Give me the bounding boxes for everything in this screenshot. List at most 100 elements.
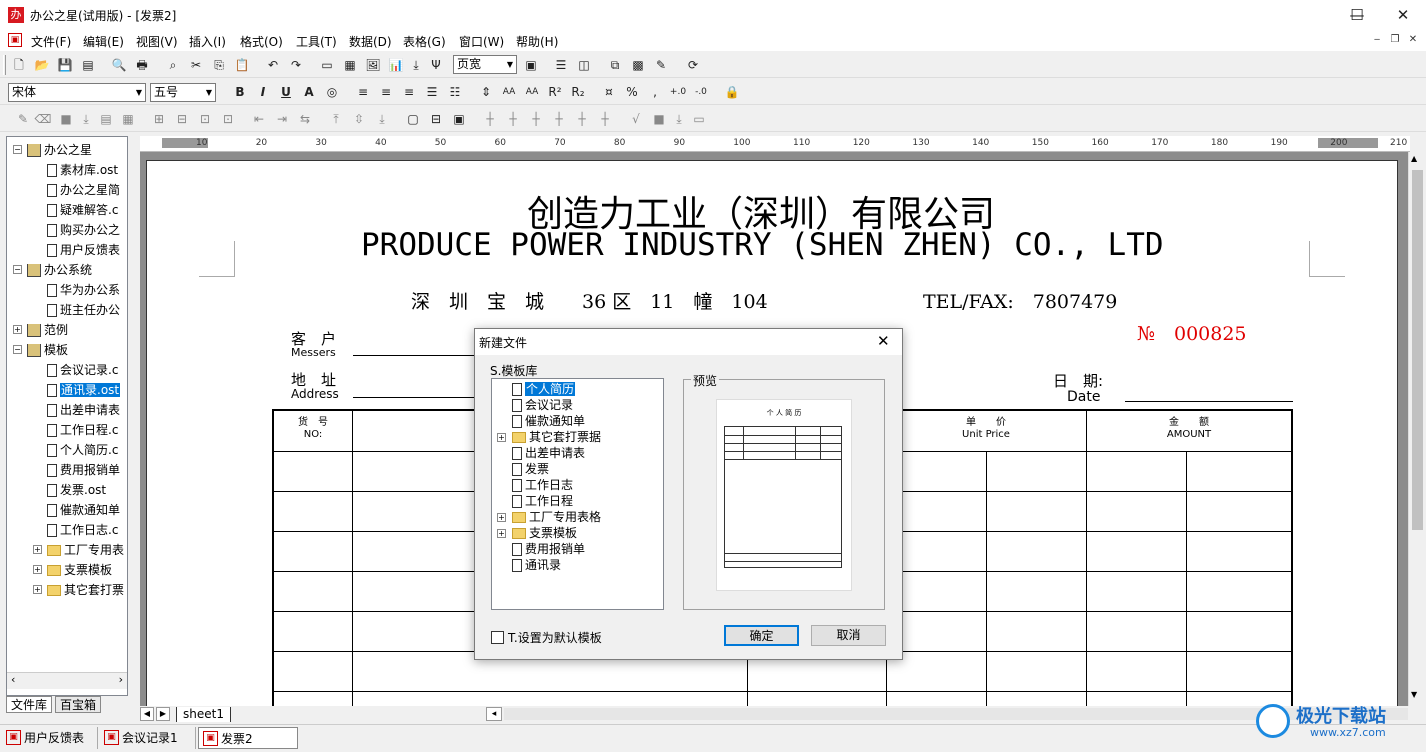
tree-item[interactable]: 通讯录.ost	[47, 381, 121, 399]
expand-icon[interactable]: +	[497, 433, 506, 442]
frame-middle-icon[interactable]: ⊟	[430, 112, 442, 126]
align-middle-icon[interactable]: ⇳	[353, 112, 365, 126]
collapse-icon[interactable]: −	[13, 345, 22, 354]
merge-cells-icon[interactable]: ⊞	[153, 112, 165, 126]
lock-icon[interactable]: 🔒	[724, 85, 740, 99]
paste-icon[interactable]: 📋	[234, 58, 250, 72]
menu-help[interactable]: 帮助(H)	[516, 35, 559, 49]
align-top-icon[interactable]: ⤒	[333, 112, 339, 126]
new-file-icon[interactable]: 🗋	[14, 58, 24, 72]
template-item[interactable]: 其它套打票据	[512, 429, 601, 445]
eraser-icon[interactable]: ⌫	[34, 112, 52, 126]
pen-icon[interactable]: ✎	[17, 112, 29, 126]
horizontal-scrollbar[interactable]	[504, 708, 1408, 720]
expand-icon[interactable]: +	[13, 325, 22, 334]
template-item[interactable]: 工作日志	[512, 477, 573, 493]
dialog-close-button[interactable]: ✕	[877, 332, 890, 350]
template-item[interactable]: 个人简历	[512, 381, 576, 397]
menu-window[interactable]: 窗口(W)	[459, 35, 505, 49]
insert-col-icon[interactable]: ⇥	[276, 112, 288, 126]
tree-item[interactable]: 办公系统	[27, 261, 92, 279]
grid-e-icon[interactable]: ┼	[578, 112, 586, 126]
ok-button[interactable]: 确定	[724, 625, 799, 646]
tree-item[interactable]: 个人简历.c	[47, 441, 118, 459]
comma-icon[interactable]: ,	[653, 85, 657, 99]
tree-item[interactable]: 素材库.ost	[47, 161, 118, 179]
insert-image-icon[interactable]: 🖼	[365, 58, 381, 72]
fullscreen-icon[interactable]: ▣	[525, 58, 537, 72]
menu-format[interactable]: 格式(O)	[240, 35, 283, 49]
insert-textbox-icon[interactable]: ▭	[321, 58, 333, 72]
tab-file-library[interactable]: 文件库	[6, 696, 53, 713]
tab-treasure-box[interactable]: 百宝箱	[55, 696, 102, 713]
minimize-button[interactable]: —	[1349, 6, 1365, 24]
sheet-next-icon[interactable]: ▶	[156, 707, 170, 721]
border-icon[interactable]: ▤	[100, 112, 112, 126]
tree-item[interactable]: 其它套打票	[47, 581, 124, 599]
insert-chart-icon[interactable]: 📊	[388, 58, 404, 72]
decrease-spacing-icon[interactable]: AA	[525, 87, 539, 97]
zoom-select[interactable]: 页宽▼	[453, 55, 517, 74]
grid-f-icon[interactable]: ┼	[601, 112, 609, 126]
align-bottom-icon[interactable]: ⤓	[379, 112, 385, 126]
copy-icon[interactable]: ⎘	[214, 58, 224, 72]
insert-down-icon[interactable]: ⤓	[413, 58, 419, 72]
collapse-icon[interactable]: −	[13, 265, 22, 274]
menu-insert[interactable]: 插入(I)	[189, 35, 226, 49]
split-vertical-icon[interactable]: ◫	[578, 58, 590, 72]
find-icon[interactable]: ⌕	[169, 58, 177, 72]
align-center-icon[interactable]: ≡	[380, 85, 392, 99]
italic-icon[interactable]: I	[260, 85, 266, 99]
menu-table[interactable]: 表格(G)	[403, 35, 446, 49]
menu-edit[interactable]: 编辑(E)	[83, 35, 124, 49]
template-item[interactable]: 工厂专用表格	[512, 509, 601, 525]
grid-a-icon[interactable]: ┼	[486, 112, 494, 126]
distribute-icon[interactable]: ☷	[449, 85, 461, 99]
print-preview-icon[interactable]: 🔍	[111, 58, 127, 72]
print-icon[interactable]: 🖶	[136, 58, 148, 72]
currency-icon[interactable]: ¤	[605, 85, 613, 99]
grid-view-icon[interactable]: ▩	[632, 58, 644, 72]
tree-item[interactable]: 工厂专用表	[47, 541, 124, 559]
shade-arrow-icon[interactable]: ⤓	[676, 112, 682, 126]
tree-item[interactable]: 费用报销单	[47, 461, 120, 479]
template-item[interactable]: 会议记录	[512, 397, 573, 413]
highlight-color-icon[interactable]: ◎	[326, 85, 338, 99]
task-feedback-form[interactable]: ▣用户反馈表	[2, 727, 98, 749]
template-item[interactable]: 出差申请表	[512, 445, 585, 461]
formula-psi-icon[interactable]: Ψ	[431, 58, 441, 72]
expand-icon[interactable]: +	[33, 545, 42, 554]
expand-icon[interactable]: +	[33, 585, 42, 594]
tree-item[interactable]: 会议记录.c	[47, 361, 118, 379]
tree-item[interactable]: 工作日程.c	[47, 421, 118, 439]
grid-b-icon[interactable]: ┼	[509, 112, 517, 126]
border-style-icon[interactable]: ▦	[122, 112, 134, 126]
menu-file[interactable]: 文件(F)	[31, 35, 72, 49]
expand-icon[interactable]: +	[497, 529, 506, 538]
grid-c-icon[interactable]: ┼	[532, 112, 540, 126]
cell-icon-1[interactable]: ⊡	[199, 112, 211, 126]
menu-data[interactable]: 数据(D)	[349, 35, 392, 49]
scroll-thumb[interactable]	[1412, 170, 1423, 530]
mdi-restore-button[interactable]: ❐	[1390, 34, 1400, 45]
tree-item[interactable]: 华为办公系	[47, 281, 120, 299]
highlight-icon[interactable]: ✎	[655, 58, 667, 72]
percent-icon[interactable]: %	[626, 85, 638, 99]
template-item[interactable]: 工作日程	[512, 493, 573, 509]
line-spacing-icon[interactable]: ⇕	[480, 85, 492, 99]
fill-arrow-icon[interactable]: ⤓	[83, 112, 89, 126]
expand-icon[interactable]: +	[497, 513, 506, 522]
tree-item[interactable]: 出差申请表	[47, 401, 120, 419]
tree-item[interactable]: 范例	[27, 321, 68, 339]
open-folder-icon[interactable]: 📂	[34, 58, 50, 72]
menu-view[interactable]: 视图(V)	[136, 35, 178, 49]
justify-icon[interactable]: ☰	[426, 85, 438, 99]
template-item[interactable]: 发票	[512, 461, 549, 477]
tree-item[interactable]: 办公之星简	[47, 181, 120, 199]
delete-row-icon[interactable]: ⇆	[299, 112, 311, 126]
align-right-icon[interactable]: ≡	[403, 85, 415, 99]
underline-icon[interactable]: U	[281, 85, 291, 99]
decrease-decimal-icon[interactable]: -.0	[695, 87, 707, 97]
task-invoice[interactable]: ▣发票2	[198, 727, 298, 749]
